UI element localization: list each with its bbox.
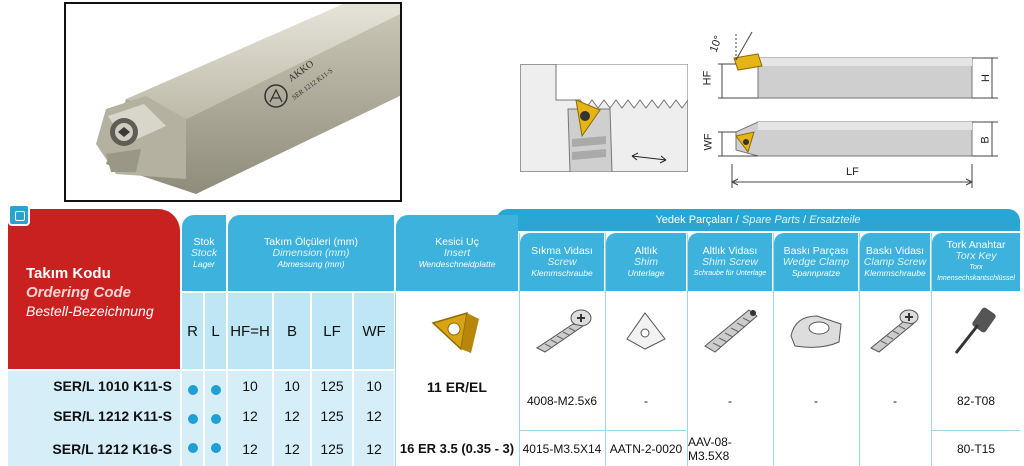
grid-divider (932, 430, 1020, 431)
hf-value: 12 (228, 401, 272, 431)
b-value: 12 (274, 401, 310, 431)
lf-value: 125 (312, 401, 352, 431)
table-row: SER/L 1212 K16-S (8, 431, 180, 466)
stock-r-column (182, 371, 203, 466)
grid-divider (687, 233, 688, 466)
ordering-code-header: Takım Kodu Ordering Code Bestell-Bezeich… (8, 209, 180, 369)
hf-h-header: HF=H (228, 293, 272, 369)
shim-screw-header: Altlık Vidası Shim Screw Schraube für Un… (688, 233, 772, 291)
screw-value: 4008-M2.5x6 (520, 371, 604, 431)
b-header: B (274, 293, 310, 369)
stock-dot (187, 413, 198, 424)
table-row: SER/L 1212 K11-S (8, 401, 180, 431)
grid-divider (519, 233, 520, 466)
stock-r-header: R (182, 293, 203, 369)
insert-icon-cell (396, 293, 518, 369)
grid-divider (395, 293, 396, 466)
clamp-screw-icon-cell (860, 293, 930, 369)
wedge-clamp-header: Baskı Parçası Wedge Clamp Spannpratze (774, 233, 858, 291)
threading-schematic (520, 63, 689, 173)
product-photo: AKKO SER 1212 K11-S (64, 2, 402, 202)
insert-value: 16 ER 3.5 (0.35 - 3) (396, 431, 518, 466)
shim-header: Altlık Shim Unterlage (606, 233, 686, 291)
shim-screw-icon-cell (688, 293, 772, 369)
hf-label: HF (701, 70, 714, 86)
shim-screw-icon (704, 309, 758, 353)
insert-value: 11 ER/EL (396, 371, 518, 431)
grid-divider (773, 233, 774, 466)
clamp-screw-icon (870, 309, 919, 353)
torx-key-value: 82-T08 (932, 371, 1020, 431)
clamp-screw-value: - (860, 371, 930, 431)
wf-value: 10 (354, 371, 394, 401)
stock-dot (187, 442, 198, 453)
wedge-clamp-icon-cell (774, 293, 858, 369)
table-row: SER/L 1010 K11-S (8, 371, 180, 401)
grid-divider (520, 430, 686, 431)
ordering-table: Yedek Parçaları / Spare Parts / Ersatzte… (8, 209, 1020, 466)
tool-holder-photo: AKKO SER 1212 K11-S (96, 4, 400, 194)
grid-divider (859, 233, 860, 466)
screw-icon (536, 309, 592, 353)
dimension-header: Takım Ölçüleri (mm) Dimension (mm) Abmes… (228, 215, 394, 291)
screw-icon-cell (520, 293, 604, 369)
wedge-clamp-icon (790, 315, 842, 348)
clamp-screw-header: Baskı Vidası Clamp Screw Klemmschraube (860, 233, 930, 291)
lf-label: LF (846, 166, 859, 178)
stock-l-header: L (205, 293, 226, 369)
screw-header: Sıkma Vidası Screw Klemmschraube (520, 233, 604, 291)
shim-screw-value: AAV-08-M3.5X8 (688, 431, 772, 466)
lf-value: 125 (312, 371, 352, 401)
stock-dot (210, 442, 221, 453)
grid-divider (931, 233, 932, 466)
b-value: 12 (274, 431, 310, 466)
shim-screw-value: - (688, 371, 772, 431)
grid-divider (605, 233, 606, 466)
lf-header: LF (312, 293, 352, 369)
shim-icon (626, 312, 666, 350)
torx-key-header: Tork Anahtar Torx Key Torx Innensechskan… (932, 233, 1020, 291)
torx-key-icon-cell (932, 293, 1020, 369)
insert-icon (431, 311, 479, 353)
table-tab-icon (8, 204, 30, 226)
spare-parts-header: Yedek Parçaları / Spare Parts / Ersatzte… (496, 209, 1020, 231)
dimension-drawing: 10° HF H WF B LF (692, 24, 1012, 196)
hf-value: 12 (228, 431, 272, 466)
wf-value: 12 (354, 401, 394, 431)
screw-value: 4015-M3.5X14 (520, 431, 604, 466)
stock-dot (187, 384, 198, 395)
wf-value: 12 (354, 431, 394, 466)
b-value: 10 (274, 371, 310, 401)
stock-l-column (205, 371, 226, 466)
hf-value: 10 (228, 371, 272, 401)
stock-header: Stok Stock Lager (182, 215, 226, 291)
shim-value: AATN-2-0020 (606, 431, 686, 466)
wedge-clamp-value: - (774, 371, 858, 431)
shim-value: - (606, 371, 686, 431)
wf-header: WF (354, 293, 394, 369)
lf-value: 125 (312, 431, 352, 466)
insert-header: Kesici Uç Insert Wendeschneidplatte (396, 215, 518, 291)
torx-key-icon (954, 307, 996, 354)
h-label: H (979, 74, 992, 82)
stock-dot (210, 384, 221, 395)
shim-icon-cell (606, 293, 686, 369)
stock-dot (210, 413, 221, 424)
torx-key-value: 80-T15 (932, 431, 1020, 466)
wf-label: WF (702, 133, 715, 151)
b-label: B (979, 136, 992, 144)
